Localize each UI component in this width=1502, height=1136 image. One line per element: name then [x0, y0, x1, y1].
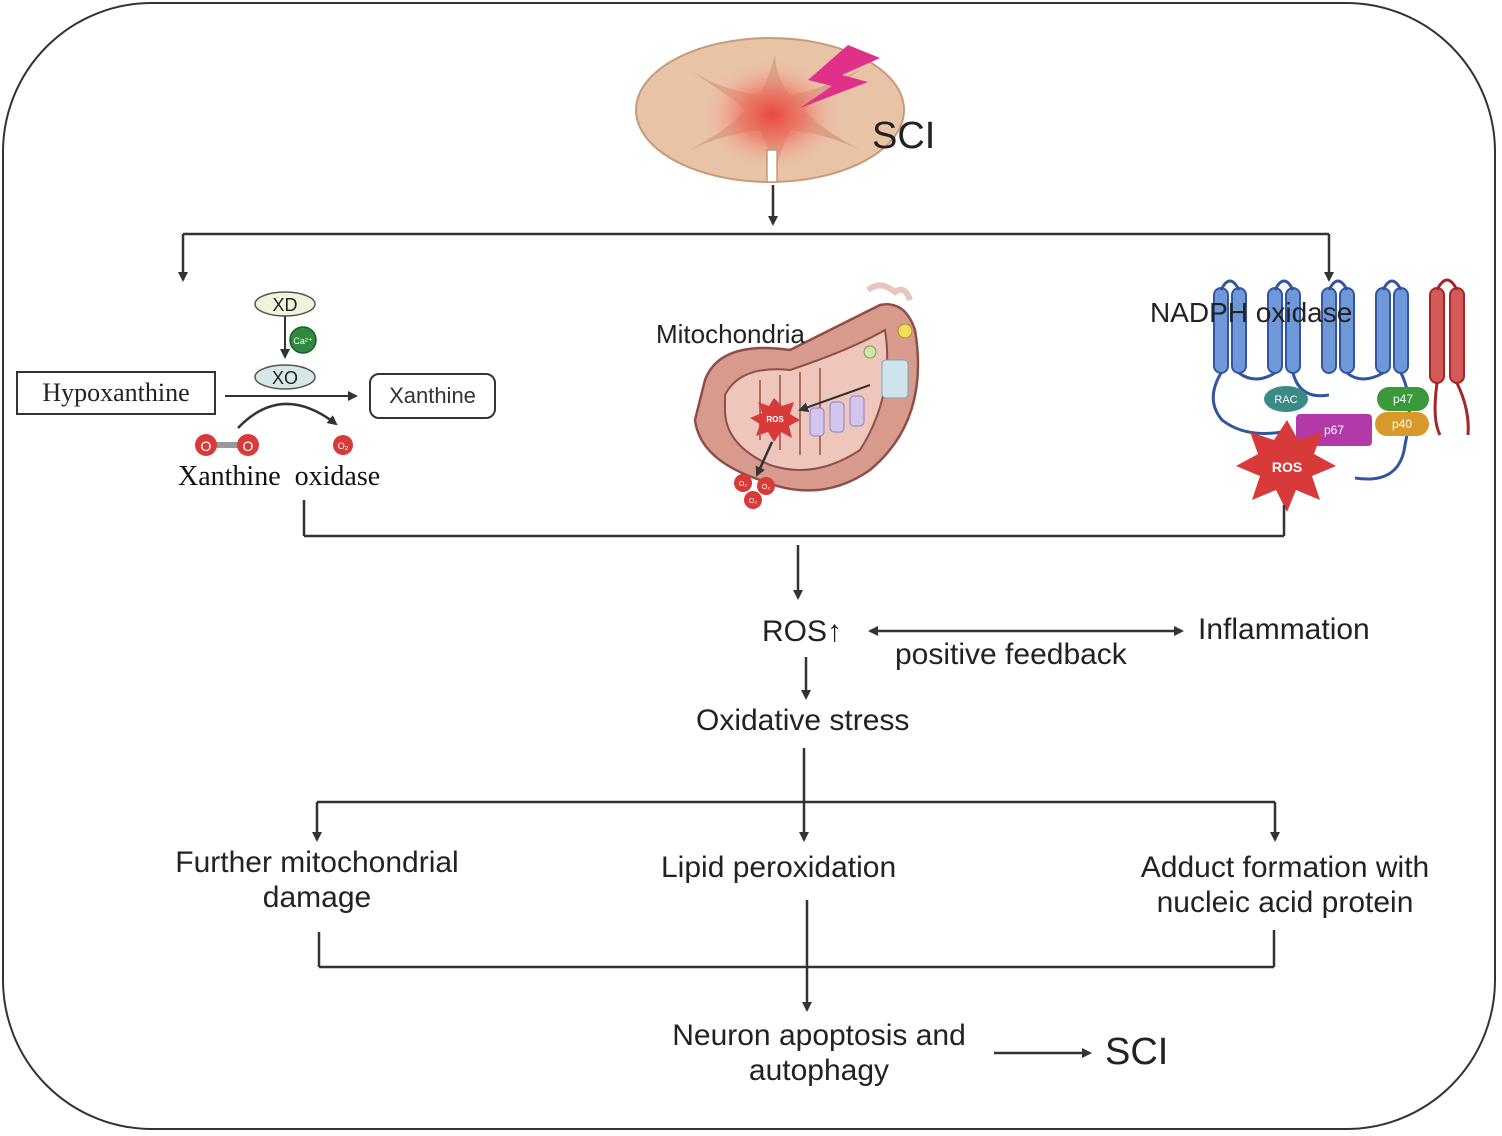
rac-label: RAC — [1274, 394, 1297, 406]
xanthine-box: Xanthine — [369, 373, 496, 419]
p47-subunit-icon — [1377, 387, 1429, 411]
xd-label: XD — [272, 295, 297, 315]
mito-ros-burst-icon — [750, 398, 800, 442]
top-branch-connectors — [178, 185, 1334, 282]
calcium-ion-icon — [289, 326, 317, 354]
oxygen-atom-right: O — [243, 438, 254, 454]
hypoxanthine-label: Hypoxanthine — [42, 378, 190, 407]
p40-subunit-icon — [1375, 412, 1429, 436]
p40-label: p40 — [1392, 417, 1412, 431]
oxidative-stress-label: Oxidative stress — [696, 704, 910, 737]
nadph-label: NADPH oxidase — [1150, 297, 1352, 328]
mito-superoxide-2: O₂ — [762, 484, 770, 491]
adduct-formation-label: Adduct formation with nucleic acid prote… — [1115, 851, 1455, 920]
p67-label: p67 — [1324, 423, 1344, 437]
apoptosis-line-2: autophagy — [748, 1053, 890, 1087]
p47-label: p47 — [1393, 392, 1413, 406]
lightning-icon — [800, 45, 880, 108]
mito-superoxide-3: O₂ — [749, 498, 757, 505]
nadph-oxidase-illustration — [1211, 278, 1470, 512]
flow-connectors — [302, 500, 1286, 1058]
oxygen-atom-left: O — [201, 438, 212, 454]
xanthine-label: Xanthine — [389, 383, 476, 408]
sci-final-label: SCI — [1105, 1031, 1169, 1073]
xanthine-oxidase-label: Xanthine oxidase — [178, 461, 381, 492]
mitochondrion-illustration — [693, 282, 920, 509]
nadph-ros-burst-icon — [1236, 420, 1336, 512]
inflammation-label: Inflammation — [1198, 613, 1370, 646]
mitochondria-label: Mitochondria — [656, 319, 805, 349]
mito-damage-label: Further mitochondrial damage — [157, 846, 477, 915]
mito-superoxide-1: O₂ — [739, 481, 747, 488]
apoptosis-line-1: Neuron apoptosis and — [672, 1019, 966, 1052]
adduct-line-2: nucleic acid protein — [1156, 885, 1414, 919]
mito-ros-label: ROS — [766, 415, 784, 424]
sci-top-label: SCI — [872, 115, 935, 157]
xo-label: XO — [272, 368, 298, 388]
oxygen-molecule-icon — [195, 434, 259, 456]
rac-subunit-icon — [1264, 386, 1308, 412]
superoxide-label: O₂ — [338, 441, 349, 451]
ros-up-label: ROS↑ — [762, 615, 843, 648]
mito-damage-line-2: damage — [262, 880, 372, 914]
positive-feedback-label: positive feedback — [895, 638, 1127, 671]
hypoxanthine-box: Hypoxanthine — [16, 371, 216, 415]
adduct-line-1: Adduct formation with — [1140, 851, 1430, 884]
xanthine-pathway — [195, 291, 358, 456]
nadph-ros-label: ROS — [1272, 459, 1302, 475]
spinal-cord-illustration — [635, 37, 905, 183]
superoxide-icon — [333, 435, 353, 455]
lipid-peroxidation-label: Lipid peroxidation — [661, 851, 897, 884]
mito-damage-line-1: Further mitochondrial — [175, 846, 459, 879]
apoptosis-label: Neuron apoptosis and autophagy — [655, 1019, 983, 1088]
calcium-label: Ca²⁺ — [293, 336, 313, 346]
